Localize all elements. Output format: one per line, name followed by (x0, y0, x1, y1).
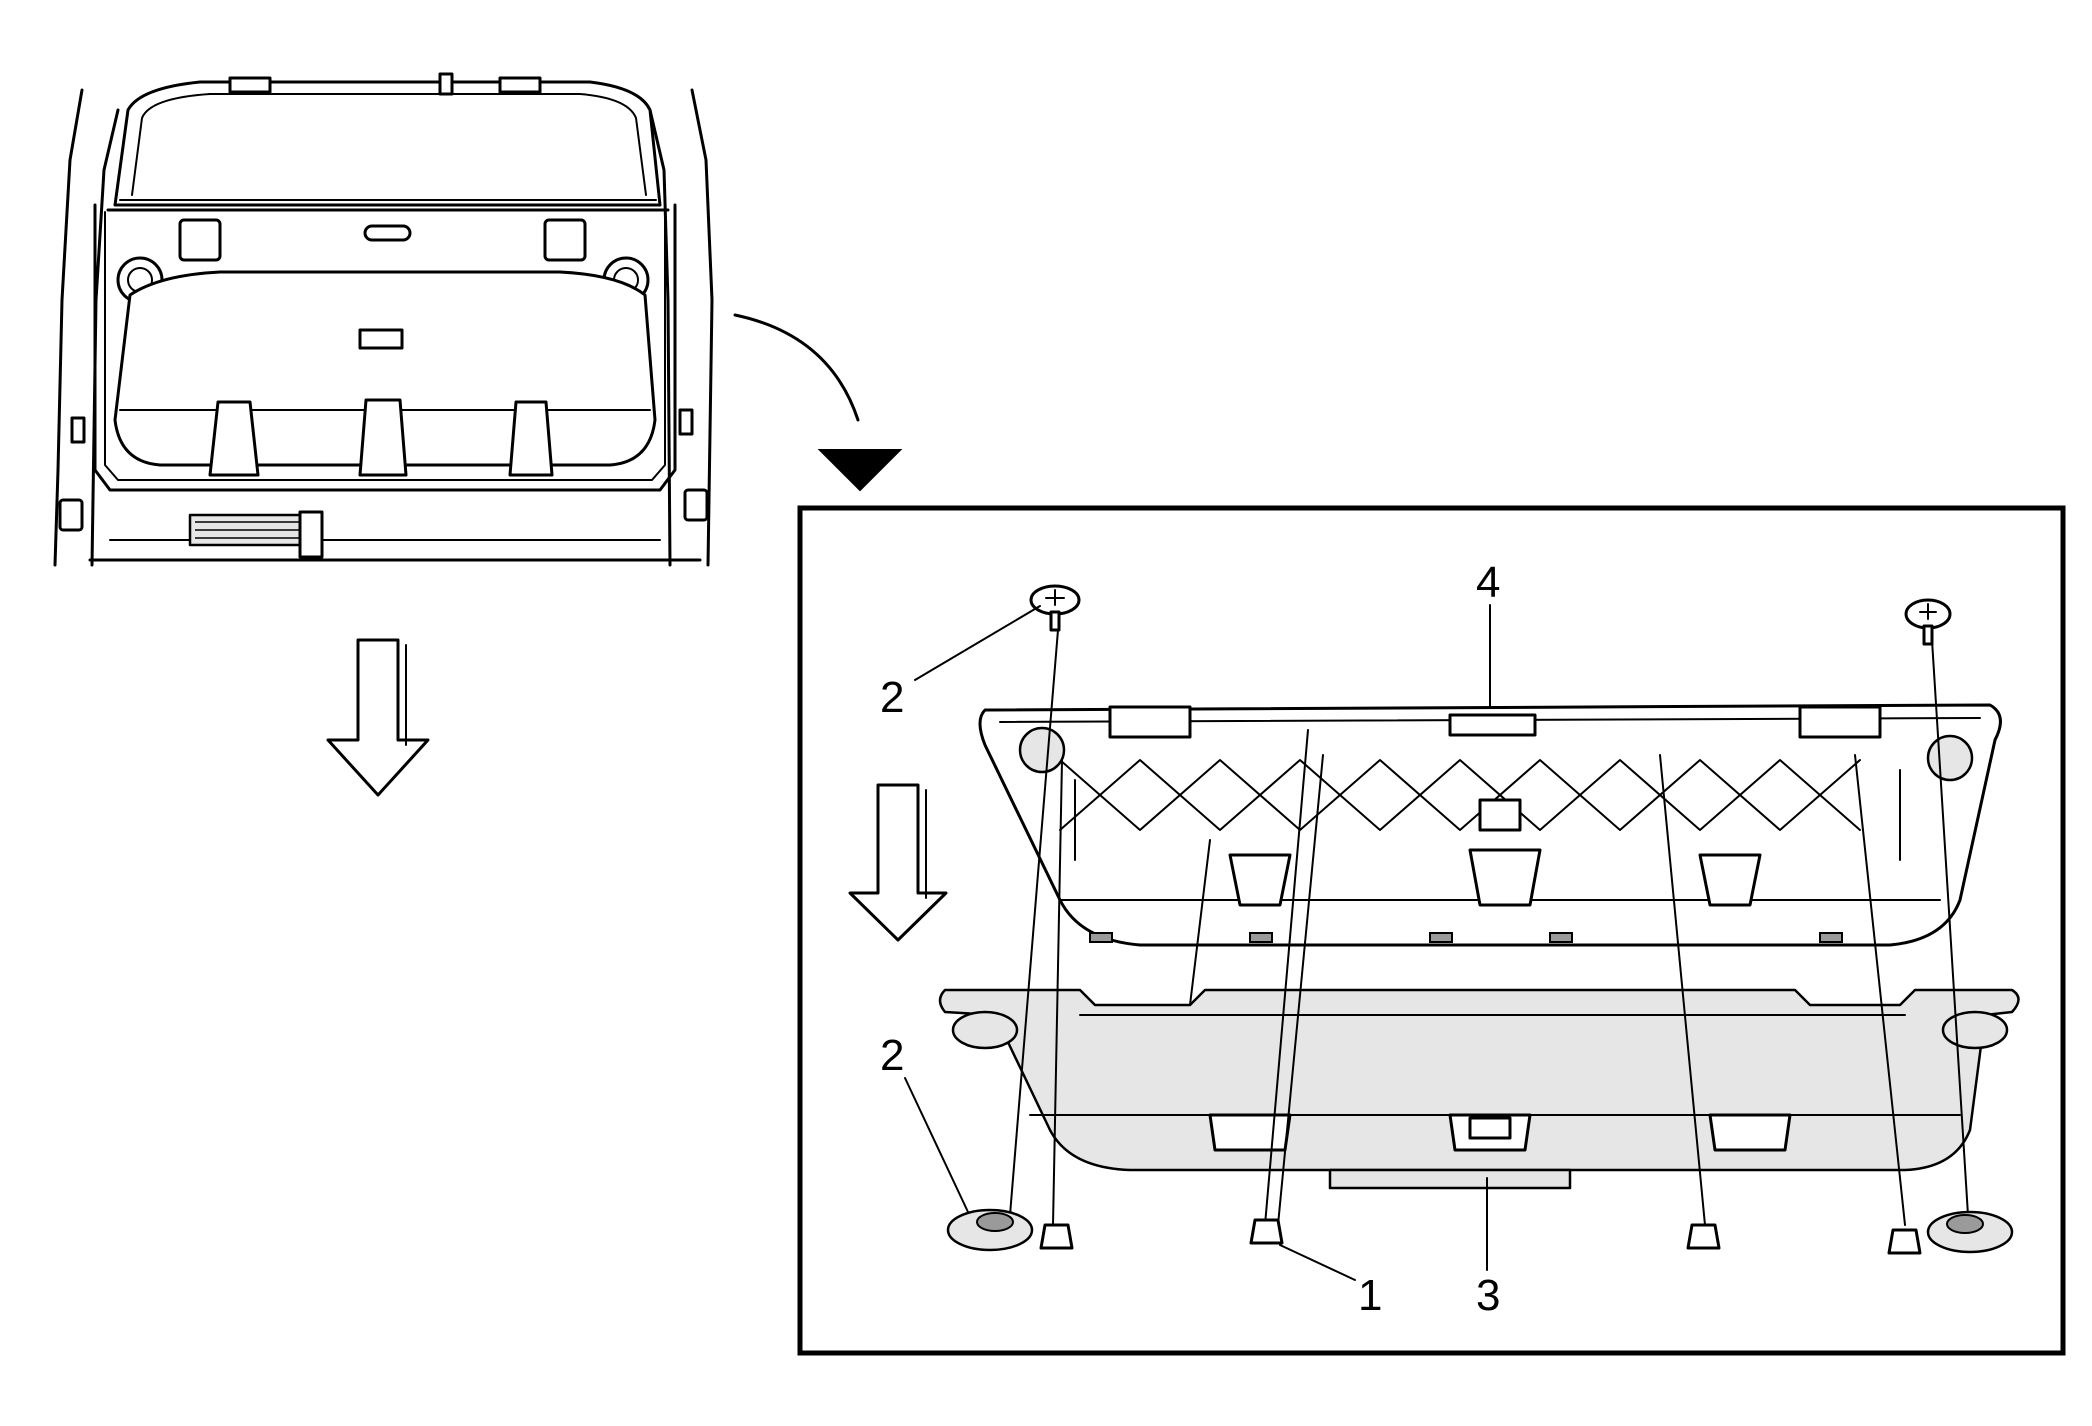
rubber-bumper (1686, 1223, 1721, 1250)
push-pin-fastener (1029, 584, 1081, 632)
vehicle-rear-overview (53, 72, 714, 567)
cargo-trim-lower (938, 988, 2020, 1190)
callout-4: 4 (1476, 558, 1500, 607)
rubber-bumper (1249, 1218, 1284, 1245)
down-arrow-icon (326, 638, 430, 797)
callout-2-bottom: 2 (880, 1031, 904, 1080)
rubber-bumper (1039, 1223, 1074, 1250)
cargo-shelf-upper (978, 703, 2002, 947)
alignment-lines (1009, 629, 1969, 1226)
retainer-fastener (1926, 1210, 2014, 1254)
leader-lines (904, 604, 1491, 1281)
push-pin-fastener (1904, 598, 1952, 646)
rubber-bumper (1887, 1228, 1922, 1255)
detail-frame (797, 505, 2066, 1356)
down-arrow-icon (848, 783, 948, 942)
retainer-fastener (946, 1208, 1034, 1252)
callout-3: 3 (1476, 1271, 1500, 1320)
callout-1: 1 (1358, 1271, 1382, 1320)
callout-2-top: 2 (880, 673, 904, 722)
curved-arrow-icon (733, 313, 903, 492)
